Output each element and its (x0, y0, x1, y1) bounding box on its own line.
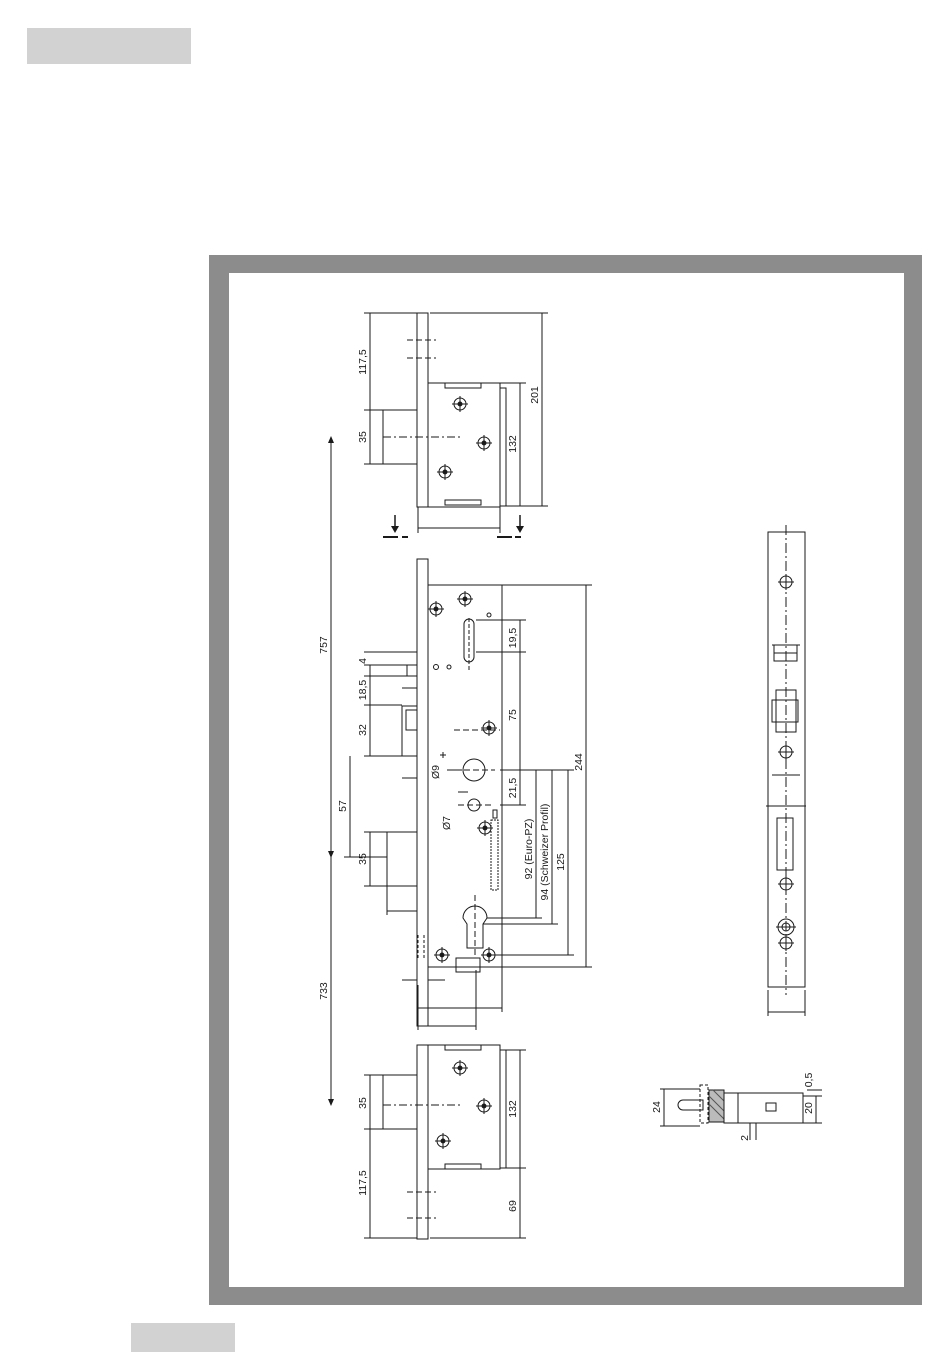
bottom-lock-view (364, 1045, 526, 1239)
faceplate-view (766, 525, 806, 1016)
dim-132-bot: 132 (507, 1100, 519, 1118)
dimension-labels: 117,5 35 201 132 757 4 18,5 32 57 35 733… (318, 349, 815, 1212)
faceplate-hole-5 (778, 935, 794, 951)
dim-35-mid: 35 (357, 853, 369, 865)
dim-94-schweizer: 94 (Schweizer Profil) (539, 804, 551, 901)
dim-125: 125 (555, 853, 567, 871)
dim-757: 757 (318, 636, 330, 654)
dim-69: 69 (507, 1200, 519, 1212)
screw-hole-top-3 (437, 464, 453, 480)
screw-hole-bottom-3 (435, 1133, 451, 1149)
faceplate-hole-1 (778, 574, 794, 590)
dim-20: 20 (803, 1102, 815, 1114)
screw-hole-bottom-1 (452, 1060, 468, 1076)
screw-hole-top-1 (452, 396, 468, 412)
screw-hole-main-3 (481, 720, 497, 736)
dim-18-5: 18,5 (357, 680, 369, 701)
dim-117-5-top: 117,5 (357, 349, 369, 375)
dim-132-top: 132 (507, 435, 519, 453)
screw-hole-main-1 (428, 601, 444, 617)
main-lock-view (328, 436, 592, 1106)
dim-117-5-bot: 117,5 (357, 1170, 369, 1196)
dim-244: 244 (573, 753, 585, 771)
bolt-section-detail (660, 1085, 822, 1140)
dim-35-bot: 35 (357, 1097, 369, 1109)
dim-201: 201 (529, 386, 541, 404)
dim-4: 4 (357, 658, 369, 664)
dim-57: 57 (337, 800, 349, 812)
dim-32: 32 (357, 724, 369, 736)
faceplate-hole-3 (778, 876, 794, 892)
screw-hole-bottom-2 (476, 1098, 492, 1114)
dim-21-5: 21,5 (507, 778, 519, 799)
screw-hole-top-2 (476, 435, 492, 451)
dim-75: 75 (507, 709, 519, 721)
screw-hole-main-6 (481, 947, 497, 963)
dim-o9: Ø9 (430, 765, 442, 779)
faceplate-hole-2 (778, 744, 794, 760)
screw-hole-main-2 (457, 591, 473, 607)
dim-92-euro-pz: 92 (Euro-PZ) (523, 819, 535, 880)
screw-hole-main-5 (434, 947, 450, 963)
dim-o7: Ø7 (441, 816, 453, 830)
dim-0-5: 0,5 (803, 1073, 815, 1088)
top-lock-view (364, 313, 548, 537)
dim-19-5: 19,5 (507, 628, 519, 649)
dim-24: 24 (651, 1101, 663, 1113)
dim-2: 2 (739, 1135, 751, 1141)
dim-733: 733 (318, 982, 330, 1000)
dim-35-top: 35 (357, 431, 369, 443)
